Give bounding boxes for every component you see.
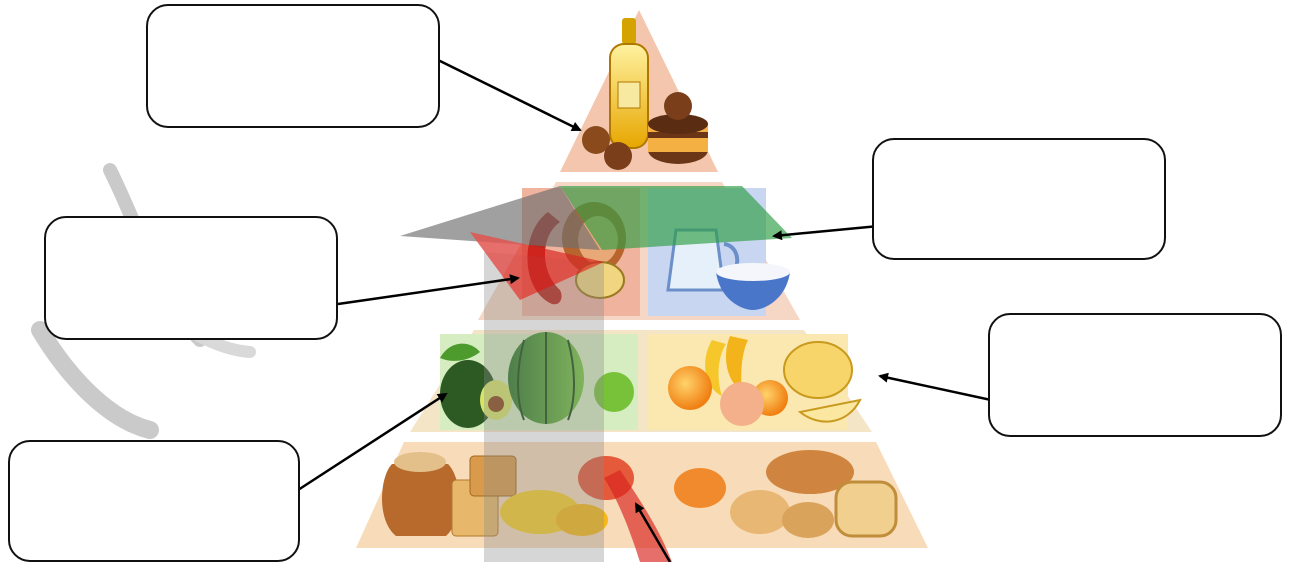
label-box-protein-dairy[interactable] [872, 138, 1166, 260]
sack-icon [382, 452, 459, 536]
apple-icon [594, 372, 634, 412]
arrow-grains [634, 502, 672, 563]
pumpkin-icon [508, 332, 584, 424]
bread-icon [730, 450, 854, 538]
chocolate-ball-icon [604, 142, 632, 170]
leaf-icon [440, 343, 480, 361]
arrow-oils [437, 58, 582, 132]
avocado-icon [440, 360, 512, 428]
cracker-icon [451, 455, 517, 537]
label-box-fruits[interactable] [988, 313, 1282, 437]
arrow-meat [337, 274, 520, 306]
melon-icon [783, 341, 862, 423]
label-box-meat[interactable] [44, 216, 338, 340]
cake-icon [648, 92, 708, 164]
peach-icon [720, 382, 764, 426]
cheese-icon [500, 490, 608, 536]
label-box-oils-sweets[interactable] [146, 4, 440, 128]
oil-bottle-icon [609, 18, 649, 149]
loaf-icon [834, 480, 898, 538]
label-box-vegetables[interactable] [8, 440, 300, 562]
chocolate-ball-icon [582, 126, 610, 154]
bowl-icon [716, 263, 790, 310]
arrow-vegetables [297, 392, 448, 492]
